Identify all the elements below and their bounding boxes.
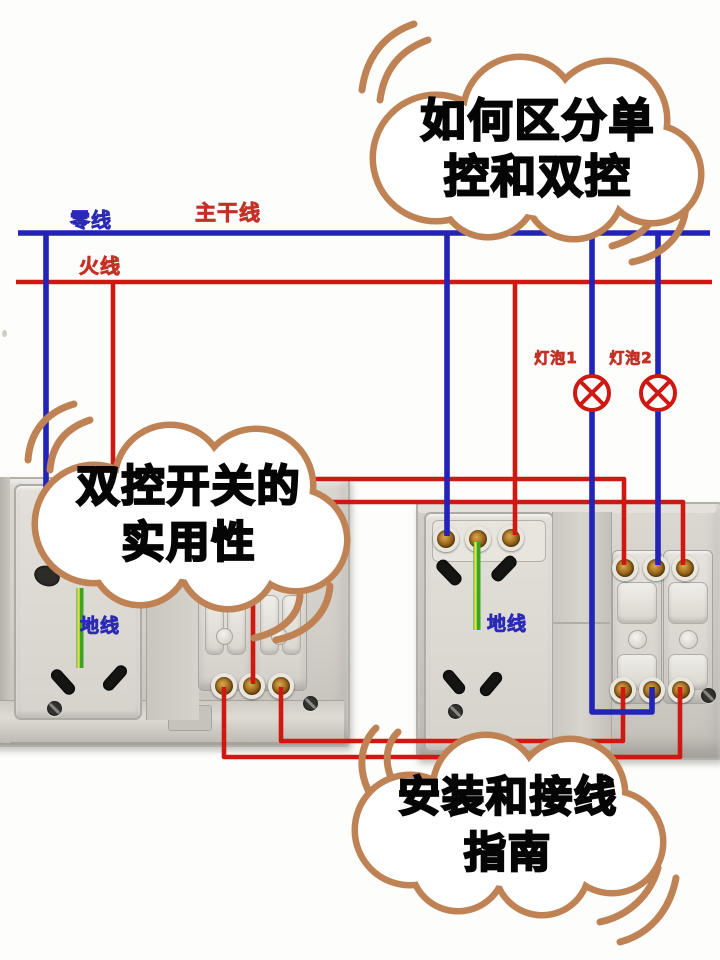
- rocker-top-flap: [617, 582, 657, 624]
- bulb1-label: 灯泡1: [534, 349, 578, 367]
- bubble-left-line1: 双控开关的: [75, 462, 302, 512]
- switch-pivot: [216, 628, 233, 645]
- terminal: [433, 526, 459, 552]
- terminal: [239, 673, 265, 699]
- bulb1-symbol: [573, 374, 611, 412]
- bubble-bottom-line1: 安装和接线: [397, 772, 618, 821]
- cloud-bumps: [351, 731, 667, 919]
- ground-wire-label-left: 地线: [79, 615, 121, 637]
- speech-bubble-bottom: 安装和接线 指南: [348, 724, 680, 946]
- speech-bubble-top: 如何区分单 控和双控: [358, 20, 706, 266]
- speed-lines: [272, 582, 334, 644]
- right-box-frame: [552, 512, 612, 750]
- photo-artifact: [2, 330, 7, 337]
- bubble-shape: [24, 400, 351, 644]
- terminal: [672, 555, 698, 581]
- bulb2-symbol: [639, 374, 677, 412]
- bulb2-label: 灯泡2: [609, 349, 653, 367]
- terminal: [610, 677, 636, 703]
- bubble-top-line1: 如何区分单: [419, 94, 656, 147]
- speed-lines: [24, 400, 78, 464]
- speed-lines: [596, 864, 662, 926]
- bubble-bottom-line2: 指南: [463, 828, 552, 877]
- terminal: [612, 555, 638, 581]
- screw: [701, 688, 716, 703]
- main-trunk-label: 主干线: [195, 201, 261, 225]
- screw: [448, 704, 463, 719]
- live-wire-label: 火线: [79, 254, 121, 278]
- ground-wire-label-right: 地线: [486, 613, 528, 635]
- neutral-wire-label: 零线: [70, 208, 112, 232]
- speech-bubble-left: 双控开关的 实用性: [24, 400, 351, 644]
- speed-lines: [616, 874, 680, 946]
- cloud-bumps: [31, 421, 351, 613]
- terminal: [268, 673, 294, 699]
- rocker-pivot: [679, 630, 698, 649]
- bubble-left-line2: 实用性: [120, 518, 257, 568]
- rocker-top-flap: [668, 582, 708, 624]
- left-box-side-edge: [0, 477, 10, 743]
- rocker-pivot: [628, 630, 647, 649]
- speed-lines: [358, 724, 380, 794]
- speed-lines: [376, 36, 432, 104]
- terminal: [498, 525, 524, 551]
- screw: [303, 696, 318, 711]
- bubble-shape: [358, 20, 705, 266]
- bubble-shape: [351, 724, 680, 946]
- terminal: [668, 677, 694, 703]
- terminal: [211, 673, 237, 699]
- terminal: [465, 526, 491, 552]
- speed-lines: [46, 416, 94, 474]
- terminal: [639, 677, 665, 703]
- speed-lines: [358, 20, 418, 94]
- bubble-top-line2: 控和双控: [443, 150, 632, 203]
- cloud-bumps: [369, 53, 705, 243]
- speed-lines: [250, 592, 304, 642]
- screw: [47, 701, 62, 716]
- speed-lines: [383, 728, 402, 784]
- terminal: [643, 555, 669, 581]
- frame-seam: [552, 622, 610, 624]
